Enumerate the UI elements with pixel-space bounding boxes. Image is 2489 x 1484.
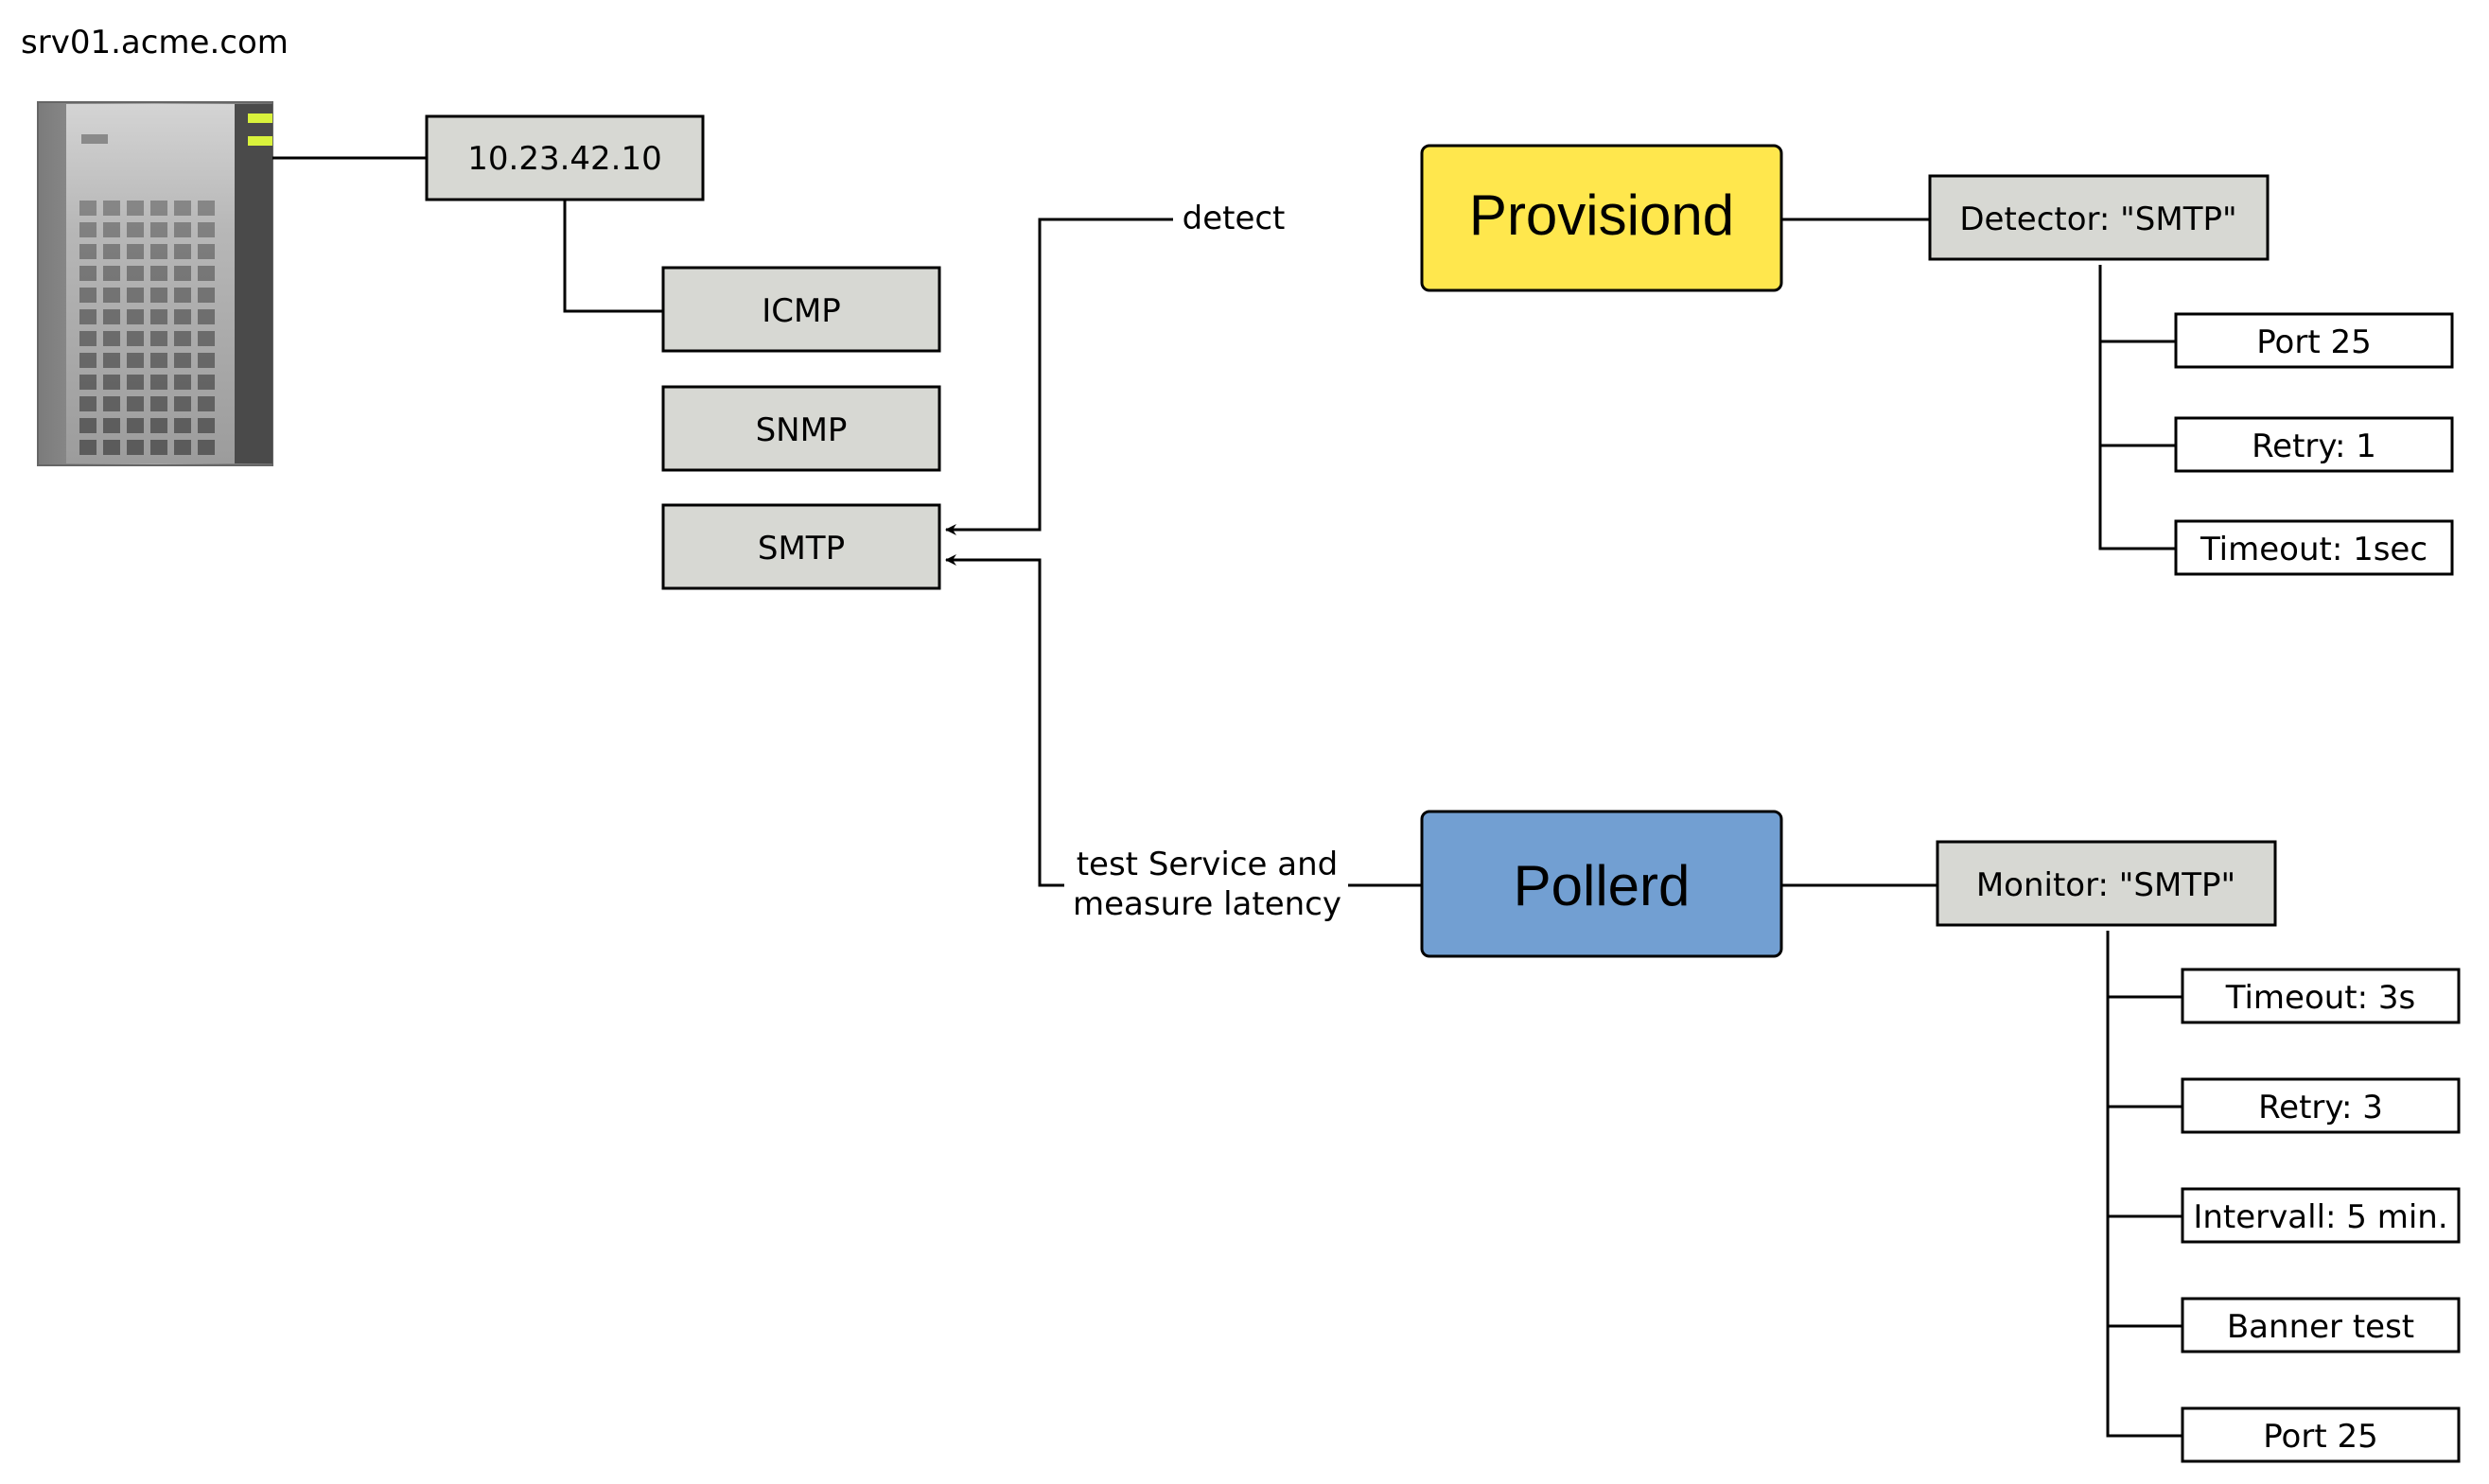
detector-param-retry: Retry: 1	[2174, 416, 2454, 473]
detector-param-label: Timeout: 1sec	[2200, 531, 2428, 568]
monitor-param-timeout: Timeout: 3s	[2181, 968, 2461, 1024]
detector-node: Detector: "SMTP"	[1928, 174, 2270, 261]
ip-address-label: 10.23.42.10	[467, 140, 661, 178]
edge-label-test-line2: measure latency	[1073, 885, 1341, 923]
detector-param-label: Port 25	[2256, 323, 2371, 361]
connector-lines	[272, 156, 2182, 1438]
provisiond-node: Provisiond	[1420, 144, 1783, 292]
service-label-snmp: SNMP	[756, 411, 848, 449]
service-label-smtp: SMTP	[758, 530, 845, 567]
detector-param-port: Port 25	[2174, 312, 2454, 369]
monitor-param-label: Banner test	[2227, 1308, 2414, 1346]
pollerd-node: Pollerd	[1420, 810, 1783, 958]
monitor-param-label: Retry: 3	[2258, 1089, 2383, 1126]
detector-param-label: Retry: 1	[2252, 428, 2376, 465]
monitor-param-label: Timeout: 3s	[2225, 979, 2416, 1017]
monitor-param-retry: Retry: 3	[2181, 1077, 2461, 1134]
monitor-node: Monitor: "SMTP"	[1936, 840, 2277, 927]
provisiond-label: Provisiond	[1469, 183, 1734, 247]
monitor-param-interval: Intervall: 5 min.	[2181, 1187, 2461, 1244]
detector-param-timeout: Timeout: 1sec	[2174, 519, 2454, 576]
service-node-smtp: SMTP	[661, 503, 941, 590]
server-hostname: srv01.acme.com	[21, 24, 289, 61]
service-node-snmp: SNMP	[661, 385, 941, 472]
detector-label: Detector: "SMTP"	[1959, 201, 2236, 238]
monitor-param-label: Port 25	[2263, 1418, 2377, 1456]
service-label-icmp: ICMP	[762, 292, 841, 330]
monitor-label: Monitor: "SMTP"	[1976, 866, 2235, 904]
edge-label-detect: detect	[1183, 200, 1286, 237]
server-tower-icon	[37, 101, 273, 466]
pollerd-label: Pollerd	[1514, 854, 1691, 917]
ip-address-node: 10.23.42.10	[425, 114, 705, 201]
monitor-param-banner: Banner test	[2181, 1297, 2461, 1353]
monitor-param-label: Intervall: 5 min.	[2193, 1198, 2447, 1236]
edge-label-test-line1: test Service and	[1077, 846, 1339, 883]
monitor-param-port: Port 25	[2181, 1406, 2461, 1463]
service-node-icmp: ICMP	[661, 266, 941, 353]
